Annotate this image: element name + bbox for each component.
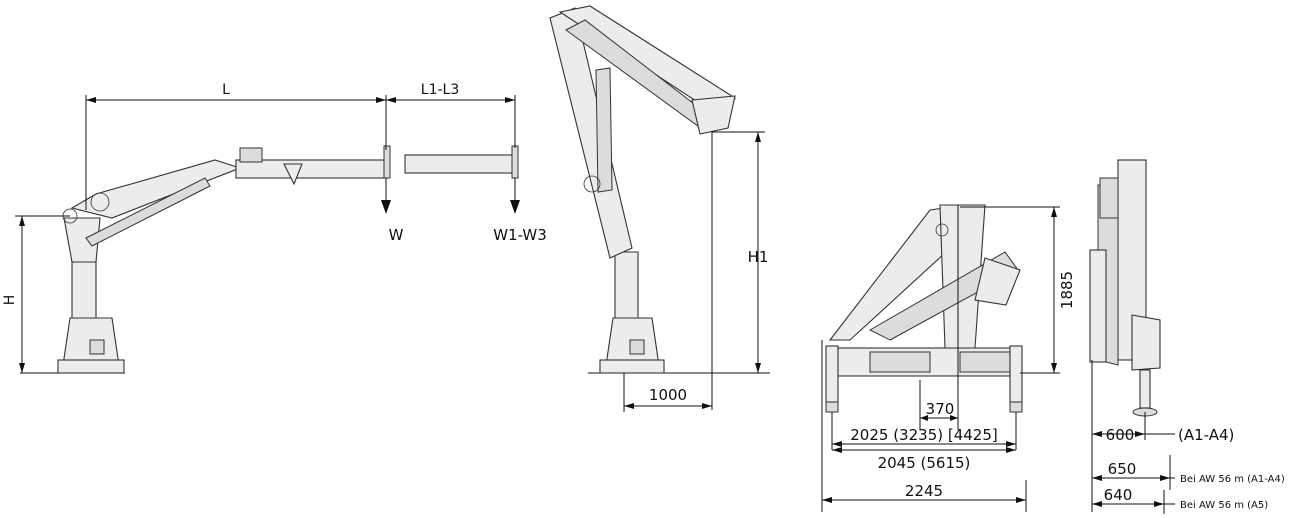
label-650: 650 bbox=[1108, 460, 1137, 478]
view-raised-crane: H1 1000 bbox=[549, 5, 770, 412]
label-note-a5: Bei AW 56 m (A5) bbox=[1180, 500, 1268, 511]
view-folded-crane: 1885 370 2025 (3235) [4425] 2045 (5615) … bbox=[821, 204, 1076, 512]
label-2025: 2025 (3235) [4425] bbox=[850, 426, 997, 444]
label-H: H bbox=[2, 295, 18, 306]
label-H1: H1 bbox=[748, 248, 769, 266]
label-L1-L3: L1-L3 bbox=[421, 82, 459, 98]
label-600: 600 bbox=[1106, 426, 1135, 444]
label-2245: 2245 bbox=[905, 482, 943, 500]
label-a1-a4: (A1-A4) bbox=[1178, 426, 1234, 444]
label-2045: 2045 (5615) bbox=[878, 454, 971, 472]
label-370: 370 bbox=[926, 400, 955, 418]
view-rear-crane: 600 (A1-A4) 650 Bei AW 56 m (A1-A4) 640 … bbox=[1089, 159, 1285, 514]
label-1000: 1000 bbox=[649, 386, 687, 404]
view-extended-crane: L L1-L3 W W1-W3 H bbox=[2, 82, 547, 374]
label-W1-W3: W1-W3 bbox=[493, 226, 547, 244]
label-640: 640 bbox=[1104, 486, 1133, 504]
label-1885: 1885 bbox=[1058, 271, 1076, 309]
label-note-a1-a4: Bei AW 56 m (A1-A4) bbox=[1180, 474, 1285, 485]
label-W: W bbox=[389, 226, 404, 244]
label-L: L bbox=[222, 82, 230, 98]
